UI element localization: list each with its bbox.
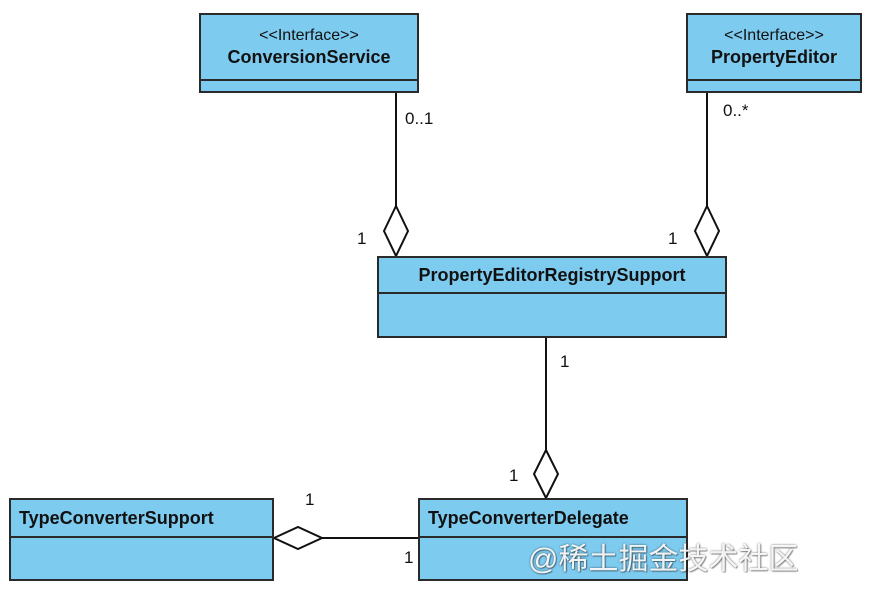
- class-header: TypeConverterSupport: [11, 500, 272, 538]
- multiplicity-label: 1: [305, 490, 315, 509]
- multiplicity-label: 1: [560, 352, 570, 371]
- class-type-converter-delegate[interactable]: TypeConverterDelegate: [418, 498, 688, 581]
- class-name: PropertyEditor: [710, 47, 838, 67]
- class-header: PropertyEditorRegistrySupport: [379, 258, 725, 294]
- aggregation-diamond-support: [271, 525, 325, 551]
- class-header: <<Interface>> PropertyEditor: [688, 15, 860, 81]
- aggregation-diamond-delegate: [532, 447, 560, 501]
- class-name: PropertyEditorRegistrySupport: [418, 265, 686, 285]
- multiplicity-label: 0..1: [405, 109, 434, 128]
- class-property-editor[interactable]: <<Interface>> PropertyEditor: [686, 13, 862, 93]
- watermark-text: @稀土掘金技术社区: [528, 543, 799, 576]
- multiplicity-label: 1: [357, 229, 367, 248]
- aggregation-diamond-pe: [693, 203, 721, 259]
- multiplicity-label: 1: [509, 466, 519, 485]
- class-name: TypeConverterDelegate: [428, 508, 629, 528]
- multiplicity-label: 1: [404, 548, 414, 567]
- stereotype-label: <<Interface>>: [259, 27, 359, 44]
- class-name: ConversionService: [227, 47, 391, 67]
- class-name: TypeConverterSupport: [19, 508, 214, 528]
- multiplicity-label: 1: [668, 229, 678, 248]
- aggregation-diamond-cs: [382, 203, 410, 259]
- class-property-editor-registry-support[interactable]: PropertyEditorRegistrySupport: [377, 256, 727, 338]
- class-type-converter-support[interactable]: TypeConverterSupport: [9, 498, 274, 581]
- stereotype-label: <<Interface>>: [724, 27, 824, 44]
- multiplicity-label: 0..*: [723, 101, 749, 120]
- class-header: <<Interface>> ConversionService: [201, 15, 417, 81]
- class-header: TypeConverterDelegate: [420, 500, 686, 538]
- class-conversion-service[interactable]: <<Interface>> ConversionService: [199, 13, 419, 93]
